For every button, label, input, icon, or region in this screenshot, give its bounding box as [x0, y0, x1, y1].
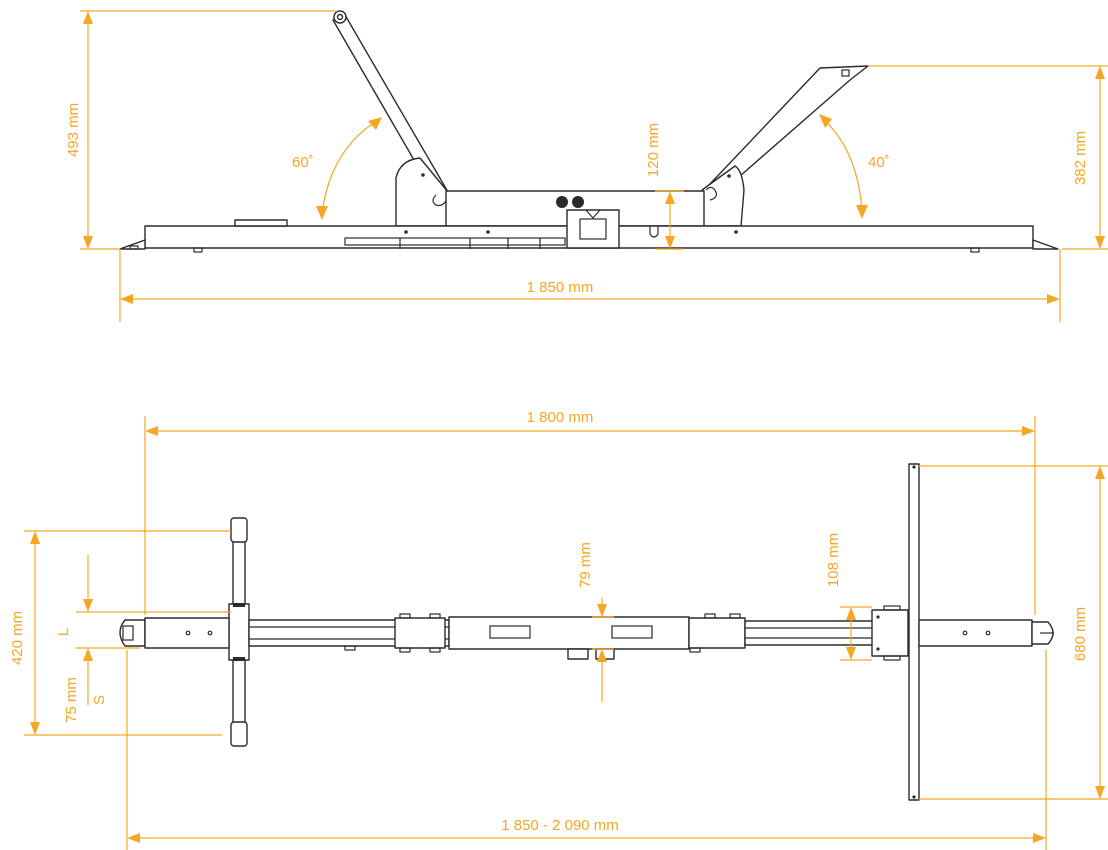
front-axle: [228, 517, 250, 747]
dim-width-front: 420 mm: [9, 530, 231, 736]
dim-total-length-range: 1 850 - 2 090 mm: [126, 650, 1047, 850]
center-section: [448, 616, 690, 650]
angle-front-label: 60˚: [292, 154, 314, 171]
rear-bracket: [701, 165, 745, 227]
angle-front: 60˚: [292, 117, 382, 220]
dim-width-rear-label: 680 mm: [1072, 607, 1089, 661]
front-wheel-bottom: [230, 721, 248, 747]
rear-crossbar: [908, 463, 920, 801]
label-s: S: [91, 695, 108, 705]
dim-width-rear: 680 mm: [919, 465, 1108, 800]
dim-height-rear-label: 382 mm: [1072, 131, 1089, 185]
dim-total-length-label: 1 850 mm: [527, 279, 594, 296]
top-view: 1 800 mm 420 mm 75 mm L S: [9, 409, 1108, 850]
dim-offset: 75 mm L S: [55, 555, 231, 723]
dim-height-front: 493 mm: [65, 10, 338, 250]
front-lift-arm: [332, 10, 449, 199]
dim-total-length: 1 850 mm: [119, 249, 1061, 322]
dim-center-width: 79 mm: [577, 542, 614, 702]
side-view: 493 mm 382 mm 120 mm 1 850 mm: [65, 10, 1108, 322]
dim-width-front-label: 420 mm: [9, 611, 26, 665]
lock-knob-2: [572, 196, 584, 208]
label-l: L: [55, 628, 72, 636]
dim-rail-width-label: 108 mm: [825, 533, 842, 587]
dim-frame-height: 120 mm: [645, 123, 684, 250]
center-block: [566, 209, 620, 249]
rear-lift-arm: [709, 65, 869, 191]
dim-frame-length-label: 1 800 mm: [527, 409, 594, 426]
dim-height-front-label: 493 mm: [65, 103, 82, 157]
dim-height-rear: 382 mm: [868, 65, 1108, 250]
dim-total-length-range-label: 1 850 - 2 090 mm: [501, 817, 619, 834]
front-bracket: [395, 157, 451, 227]
front-wheel-top: [230, 517, 248, 543]
dim-offset-label: 75 mm: [63, 677, 80, 723]
dim-rail-width: 108 mm: [825, 533, 872, 661]
lock-knob-1: [556, 196, 568, 208]
angle-rear: 40˚: [819, 114, 890, 219]
angle-rear-label: 40˚: [868, 154, 890, 171]
dim-frame-length: 1 800 mm: [144, 409, 1036, 615]
dim-frame-height-label: 120 mm: [645, 123, 662, 177]
rear-extension: [918, 619, 1033, 647]
dim-center-width-label: 79 mm: [577, 542, 594, 588]
